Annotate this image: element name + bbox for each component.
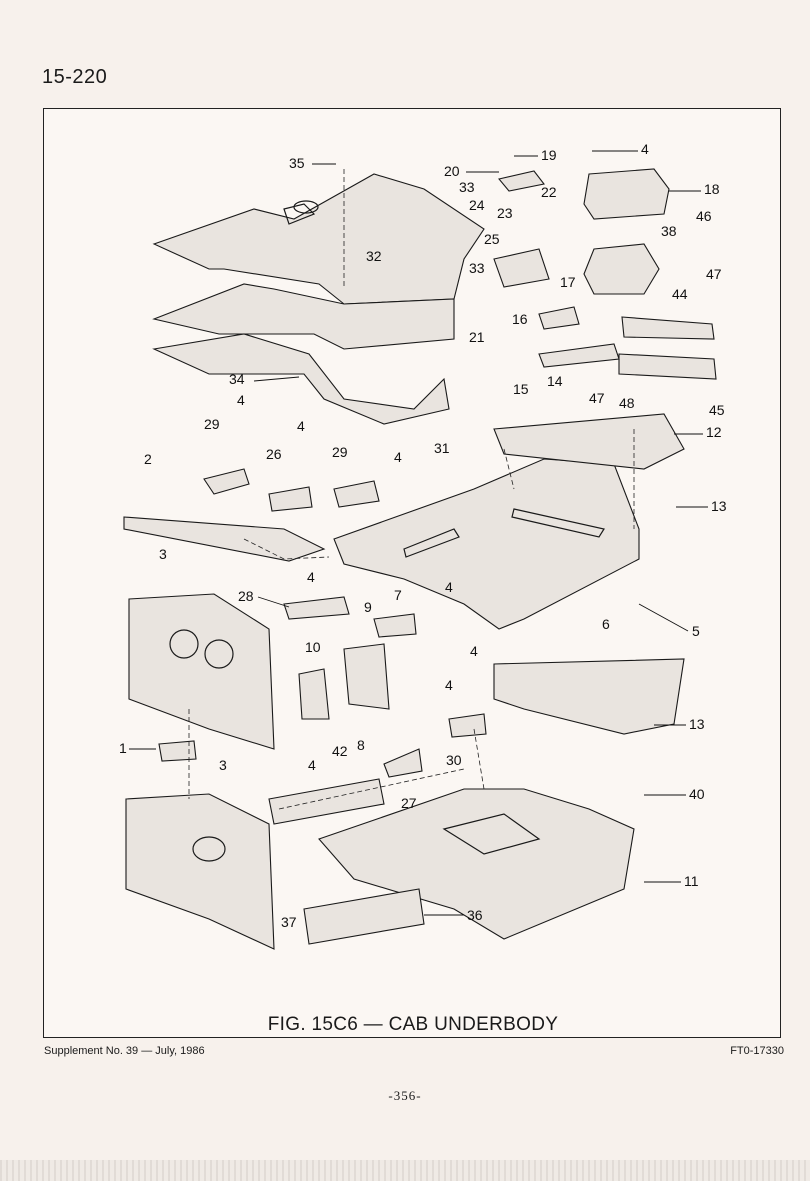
figure-caption: FIG. 15C6 — CAB UNDERBODY bbox=[267, 1014, 559, 1035]
svg-text:24: 24 bbox=[469, 197, 485, 213]
svg-text:22: 22 bbox=[541, 184, 557, 200]
svg-text:45: 45 bbox=[709, 402, 725, 418]
svg-text:6: 6 bbox=[602, 616, 610, 632]
svg-text:10: 10 bbox=[305, 639, 321, 655]
svg-text:16: 16 bbox=[512, 311, 528, 327]
svg-text:3: 3 bbox=[159, 546, 167, 562]
floor-mat-upper bbox=[152, 173, 485, 305]
lower-floor bbox=[268, 658, 685, 945]
svg-text:29: 29 bbox=[332, 444, 348, 460]
svg-text:23: 23 bbox=[497, 205, 513, 221]
svg-text:4: 4 bbox=[308, 757, 316, 773]
svg-text:17: 17 bbox=[560, 274, 576, 290]
svg-text:19: 19 bbox=[541, 147, 557, 163]
section-page-number: 15-220 bbox=[42, 66, 108, 88]
svg-text:31: 31 bbox=[434, 440, 450, 456]
svg-text:4: 4 bbox=[641, 141, 649, 157]
svg-text:7: 7 bbox=[394, 587, 402, 603]
svg-text:3: 3 bbox=[219, 757, 227, 773]
svg-text:37: 37 bbox=[281, 914, 297, 930]
svg-text:33: 33 bbox=[459, 179, 475, 195]
svg-text:1: 1 bbox=[119, 740, 127, 756]
side-panel-lower bbox=[125, 793, 275, 950]
kick-plate bbox=[123, 516, 326, 562]
side-panel-upper bbox=[128, 593, 275, 750]
svg-text:5: 5 bbox=[692, 623, 700, 639]
svg-text:38: 38 bbox=[661, 223, 677, 239]
callout-labels: 35 20 19 4 33 24 22 18 23 46 38 25 32 33… bbox=[119, 141, 727, 930]
figure-frame: 35 20 19 4 33 24 22 18 23 46 38 25 32 33… bbox=[43, 108, 781, 1038]
svg-text:20: 20 bbox=[444, 163, 460, 179]
svg-text:48: 48 bbox=[619, 395, 635, 411]
svg-text:4: 4 bbox=[237, 392, 245, 408]
reference-code: FT0-17330 bbox=[730, 1045, 784, 1057]
svg-text:14: 14 bbox=[547, 373, 563, 389]
svg-text:30: 30 bbox=[446, 752, 462, 768]
scan-artifact-strip bbox=[0, 1160, 810, 1181]
supplement-note: Supplement No. 39 — July, 1986 bbox=[44, 1045, 205, 1057]
svg-text:15: 15 bbox=[513, 381, 529, 397]
cab-floor-panel bbox=[333, 413, 685, 630]
svg-text:28: 28 bbox=[238, 588, 254, 604]
svg-text:12: 12 bbox=[706, 424, 722, 440]
svg-text:46: 46 bbox=[696, 208, 712, 224]
svg-text:4: 4 bbox=[297, 418, 305, 434]
svg-text:13: 13 bbox=[689, 716, 705, 732]
cab-underbody-drawing: 35 20 19 4 33 24 22 18 23 46 38 25 32 33… bbox=[119, 141, 727, 950]
svg-text:21: 21 bbox=[469, 329, 485, 345]
floor-mat-middle bbox=[152, 283, 455, 350]
svg-text:35: 35 bbox=[289, 155, 305, 171]
svg-text:4: 4 bbox=[445, 677, 453, 693]
svg-text:32: 32 bbox=[366, 248, 382, 264]
svg-text:29: 29 bbox=[204, 416, 220, 432]
upper-hardware bbox=[493, 168, 717, 380]
svg-text:34: 34 bbox=[229, 371, 245, 387]
svg-text:9: 9 bbox=[364, 599, 372, 615]
svg-text:13: 13 bbox=[711, 498, 727, 514]
svg-text:44: 44 bbox=[672, 286, 688, 302]
svg-text:25: 25 bbox=[484, 231, 500, 247]
svg-text:42: 42 bbox=[332, 743, 348, 759]
svg-text:4: 4 bbox=[445, 579, 453, 595]
page-number: -356- bbox=[388, 1088, 422, 1103]
svg-text:4: 4 bbox=[394, 449, 402, 465]
svg-text:40: 40 bbox=[689, 786, 705, 802]
svg-text:4: 4 bbox=[470, 643, 478, 659]
svg-text:26: 26 bbox=[266, 446, 282, 462]
svg-text:36: 36 bbox=[467, 907, 483, 923]
svg-text:11: 11 bbox=[684, 873, 699, 889]
svg-text:27: 27 bbox=[401, 795, 417, 811]
svg-text:33: 33 bbox=[469, 260, 485, 276]
svg-text:47: 47 bbox=[706, 266, 722, 282]
svg-text:4: 4 bbox=[307, 569, 315, 585]
mid-parts bbox=[158, 468, 417, 762]
svg-text:47: 47 bbox=[589, 390, 605, 406]
svg-text:8: 8 bbox=[357, 737, 365, 753]
floor-mat-lower bbox=[152, 333, 450, 425]
svg-text:2: 2 bbox=[144, 451, 152, 467]
svg-text:18: 18 bbox=[704, 181, 720, 197]
